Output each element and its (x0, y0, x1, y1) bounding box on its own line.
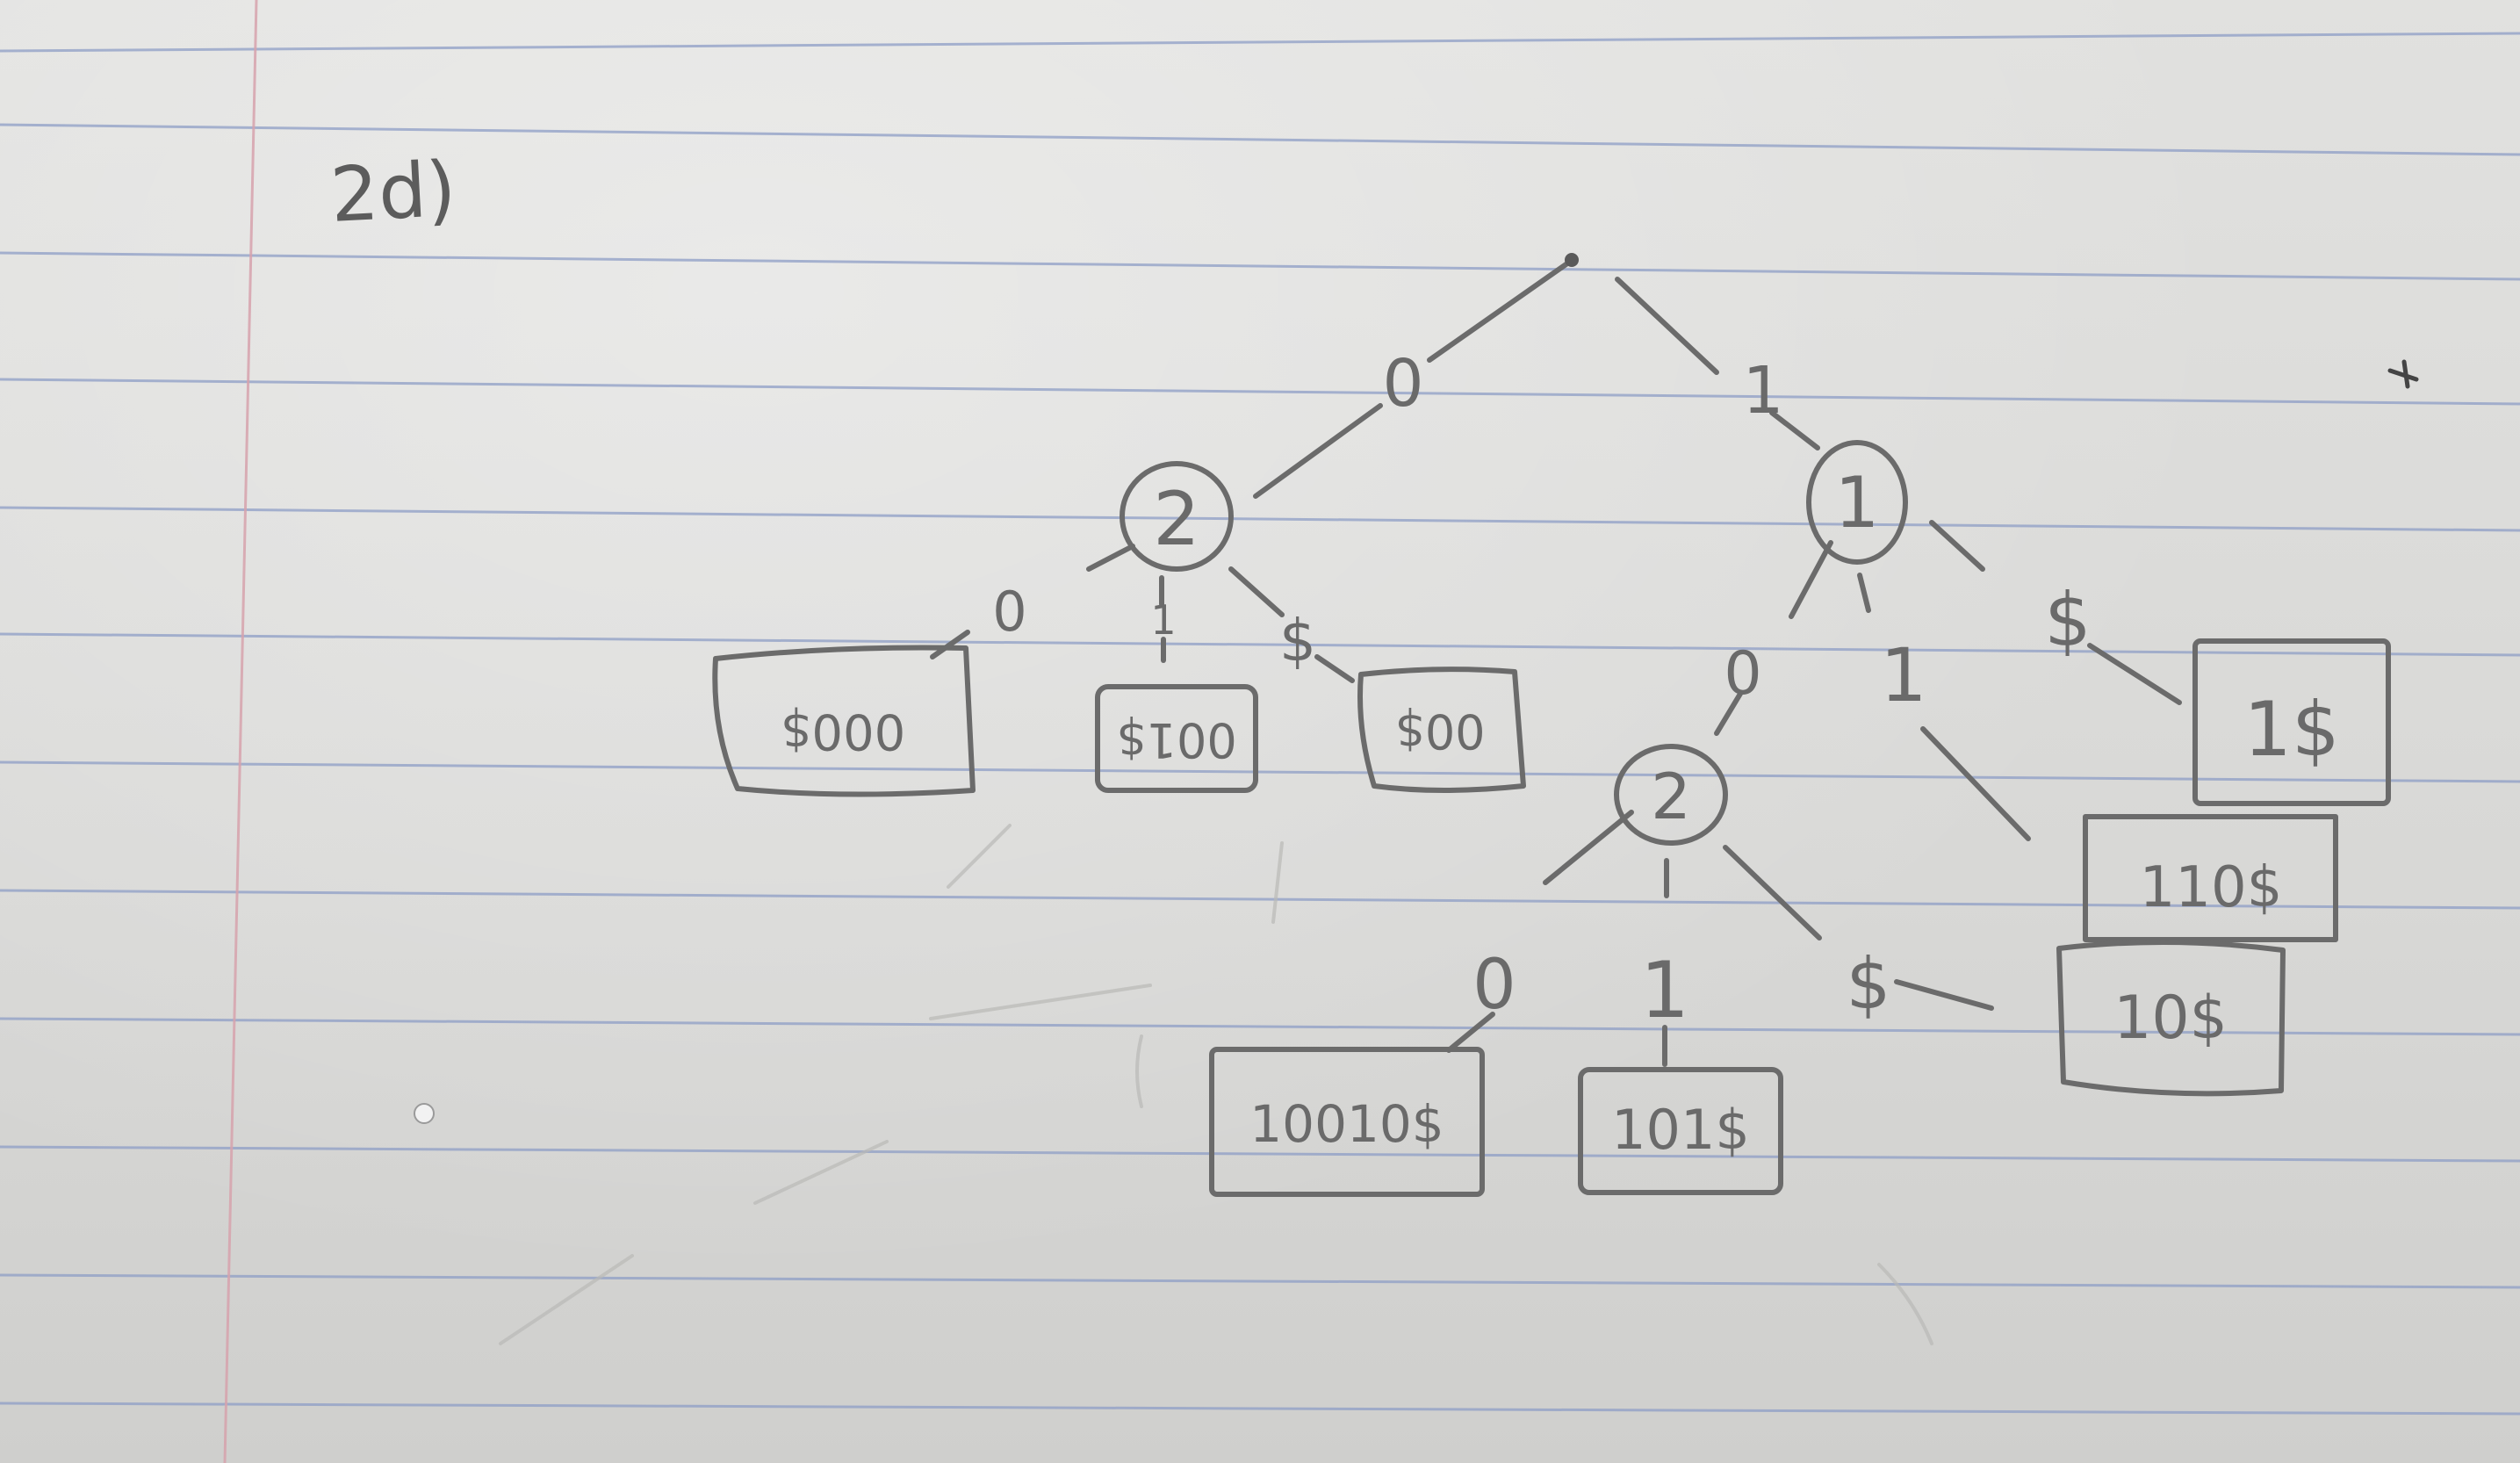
edge-right-1 (1857, 573, 1871, 613)
leaf-000-label: 000$ (781, 703, 906, 760)
leaf-000-box (712, 645, 976, 797)
node-labels: 2 1 2 (1153, 462, 1879, 833)
edge-root-right-b (1769, 410, 1820, 450)
node-left-internal-label: 2 (1153, 476, 1199, 562)
node-right-internal-circle (1806, 440, 1908, 565)
ruled-lines (0, 32, 2520, 1416)
edge-right-dollar (1929, 520, 1985, 572)
root-node (1565, 253, 1579, 267)
edge-label-right-dollar: $ (2044, 577, 2091, 663)
node-right-internal-label: 1 (1835, 462, 1880, 544)
edge-right-0-b (1714, 691, 1743, 736)
stray-mark (2387, 359, 2419, 389)
node-lower-internal-circle (1614, 744, 1728, 846)
edge-root-left-a (1427, 261, 1570, 363)
leaf-1-box (2192, 638, 2391, 806)
edge-lower-0-b (1446, 1012, 1495, 1053)
edge-label-root-left: 0 (1382, 346, 1423, 422)
leaf-10010-label: 10010$ (1249, 1094, 1444, 1154)
bleed-through-marks (499, 824, 1933, 1345)
edge-label-root-right: 1 (1742, 353, 1783, 429)
node-left-internal-circle (1120, 461, 1234, 572)
leaf-001-box (1095, 684, 1258, 793)
edge-label-left-1: 1 (1150, 596, 1176, 644)
leaf-110-box (2083, 814, 2338, 942)
leaf-10010-box (1209, 1047, 1485, 1197)
edge-lower-dollar (1723, 845, 1822, 940)
leaf-110-label: 110$ (2140, 855, 2283, 920)
internal-nodes (1120, 440, 1908, 846)
leaf-00-label: 00$ (1394, 703, 1485, 759)
edge-left-dollar-b (1314, 654, 1355, 683)
stray-dot (414, 1103, 435, 1124)
edge-right-dollar-b (2087, 643, 2182, 705)
leaf-1-label: 1$ (2243, 686, 2339, 774)
node-lower-internal-label: 2 (1651, 760, 1691, 833)
edge-root-left-b (1253, 403, 1383, 499)
edge-label-right-0: 0 (1724, 639, 1761, 709)
edge-left-0-a (1086, 544, 1135, 572)
edge-right-1-b (1920, 726, 2031, 841)
leaf-labels: 000$ 001$ 00$ 1$ 110$ 10$ 10010$ 101$ (781, 686, 2340, 1162)
leaf-00-box (1357, 667, 1526, 793)
edge-lower-0 (1543, 810, 1634, 885)
edge-right-0 (1789, 540, 1833, 619)
leaf-10-box (2056, 939, 2286, 1097)
margin-line (223, 0, 258, 1463)
edge-label-right-1: 1 (1880, 632, 1926, 718)
edge-label-lower-dollar: $ (1847, 943, 1891, 1025)
edge-label-left-dollar: $ (1279, 607, 1316, 674)
tree-edges (930, 261, 2182, 1067)
leaf-boxes (712, 638, 2391, 1197)
leaf-101-box (1578, 1067, 1783, 1195)
leaf-001-label: 001$ (1116, 712, 1236, 768)
edge-label-lower-0: 0 (1472, 946, 1516, 1025)
edge-left-0-b (930, 630, 970, 659)
edge-lower-dollar-b (1894, 979, 1994, 1011)
edge-label-left-0: 0 (992, 580, 1026, 644)
leaf-101-label: 101$ (1611, 1098, 1750, 1162)
edge-left-dollar (1228, 566, 1285, 617)
edge-root-right-a (1615, 277, 1719, 375)
problem-label: 2d) (328, 146, 458, 240)
edge-label-lower-1: 1 (1640, 945, 1689, 1035)
leaf-10-label: 10$ (2113, 984, 2228, 1053)
edge-labels: 0 1 0 1 $ 0 1 $ 0 1 $ (992, 346, 2091, 1035)
